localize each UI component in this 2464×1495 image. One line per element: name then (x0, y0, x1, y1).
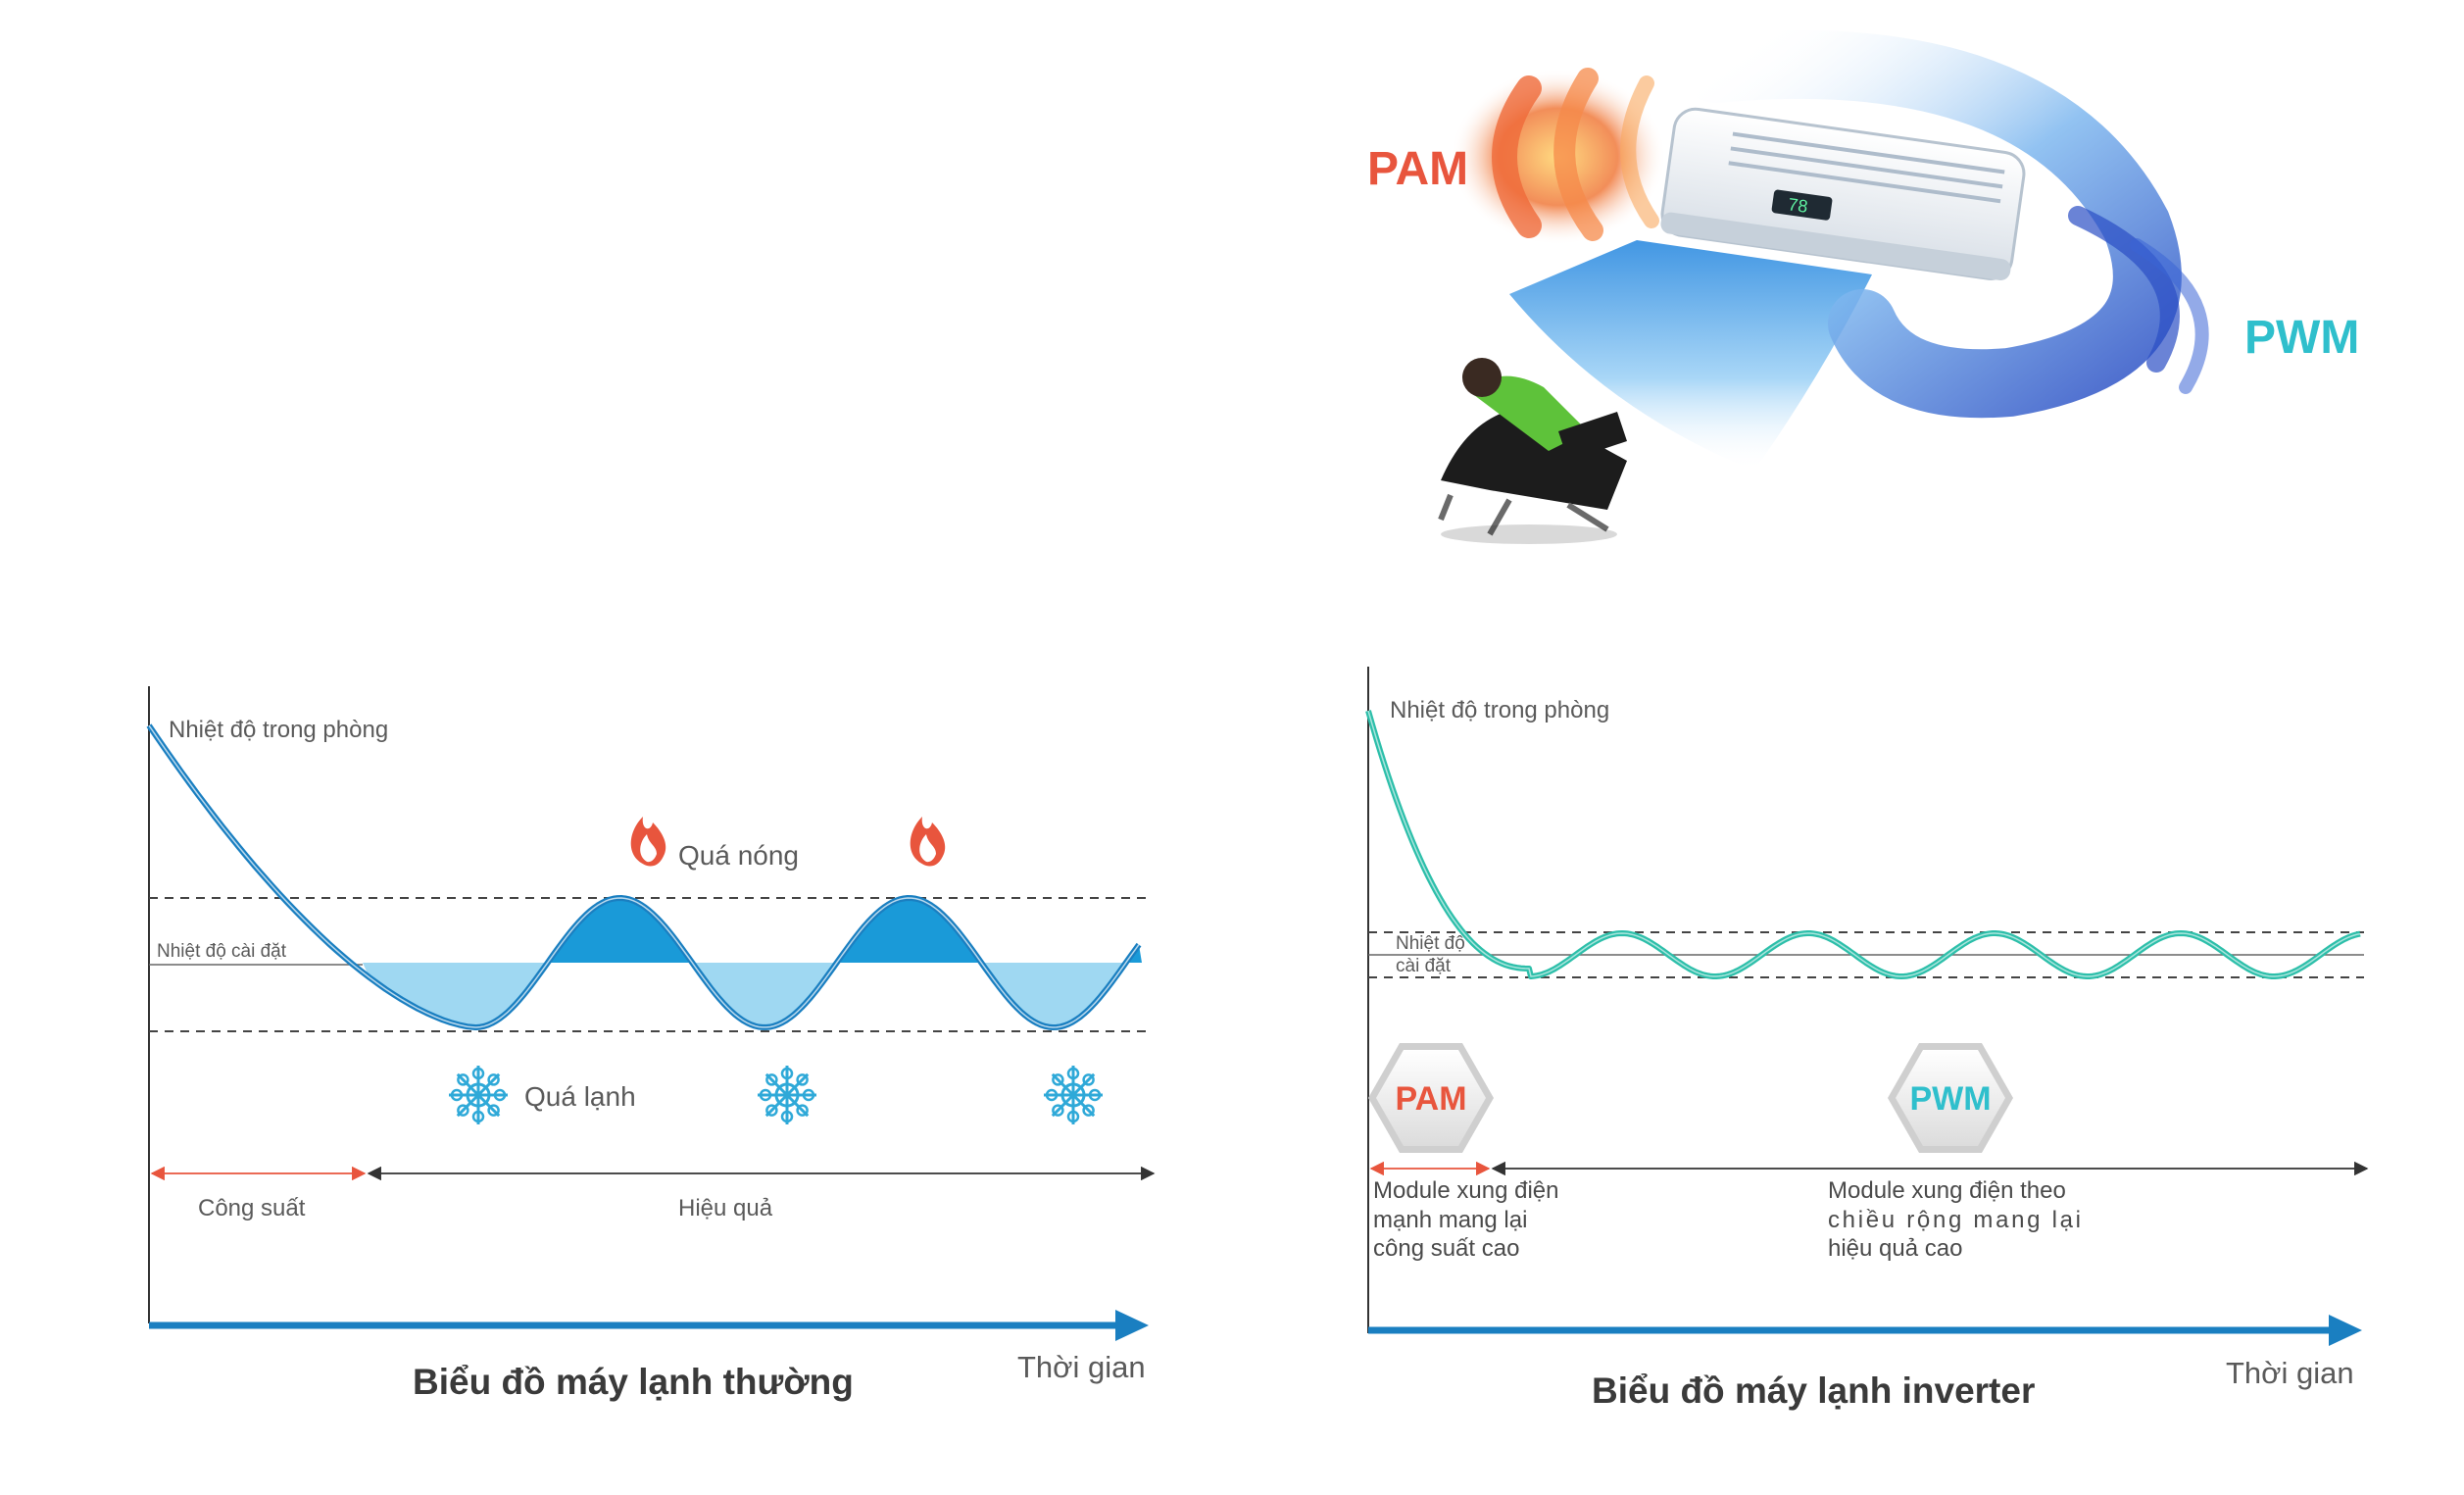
left-y-label: Nhiệt độ trong phòng (169, 717, 388, 743)
right-setpoint-label-line2: cài đặt (1396, 956, 1452, 976)
air-conditioner-unit: 78 (1660, 107, 2026, 280)
person-relaxing-in-chair (1438, 358, 1627, 544)
pwm-heading: PWM (2244, 312, 2359, 364)
hero-illustration: PAM PWM 78 (1367, 29, 2359, 544)
right-x-axis-arrowhead (2329, 1315, 2362, 1346)
pwm-badge: PWM (1888, 1043, 2013, 1153)
snowflake-icon (758, 1066, 816, 1124)
left-x-axis-arrowhead (1115, 1310, 1149, 1341)
left-chart-title: Biểu đồ máy lạnh thường (413, 1362, 854, 1402)
right-temperature-curve-highlight (1367, 710, 2361, 977)
pam-badge: PAM (1368, 1043, 1494, 1153)
pwm-note-line-2: chiều rộng mang lại (1828, 1207, 2081, 1233)
conventional-ac-chart: Nhiệt độ trong phòng Nhiệt độ cài đặt Qu… (146, 686, 1156, 1402)
ac-display: 78 (1787, 194, 1809, 217)
flame-icon (910, 817, 946, 867)
left-setpoint-label: Nhiệt độ cài đặt (157, 941, 287, 962)
left-power-phase-label: Công suất (198, 1195, 306, 1221)
left-overheat-label: Quá nóng (678, 840, 799, 871)
left-overcool-label: Quá lạnh (524, 1081, 636, 1112)
left-x-label: Thời gian (1017, 1350, 1146, 1384)
snowflake-icon (449, 1066, 508, 1124)
cool-air-beam (1509, 240, 1872, 471)
left-overheat-area (476, 898, 1142, 963)
pam-note-line-3: công suất cao (1373, 1235, 1519, 1262)
right-chart-title: Biểu đồ máy lạnh inverter (1592, 1370, 2035, 1411)
pam-heading: PAM (1367, 143, 1468, 195)
pam-badge-label: PAM (1395, 1080, 1466, 1118)
right-temperature-curve (1365, 710, 2361, 979)
left-temperature-curve (146, 723, 1142, 1030)
pwm-note-line-1: Module xung điện theo (1828, 1177, 2066, 1204)
inverter-ac-chart: Nhiệt độ trong phòng Nhiệt độ cài đặt PA… (1365, 667, 2369, 1411)
pam-note-line-1: Module xung điện (1373, 1177, 1558, 1204)
warm-air-waves (1451, 68, 1666, 245)
flame-icon (630, 817, 666, 867)
left-overcool-area (363, 963, 1142, 1027)
left-temperature-curve-highlight (148, 724, 1140, 1028)
left-efficiency-phase-label: Hiệu quả (678, 1195, 773, 1221)
right-y-label: Nhiệt độ trong phòng (1390, 697, 1609, 723)
cool-air-swirl (1681, 29, 2209, 419)
pam-note-line-2: mạnh mang lại (1373, 1207, 1527, 1233)
pwm-note-line-3: hiệu quả cao (1828, 1235, 1962, 1262)
pwm-badge-label: PWM (1909, 1080, 1991, 1118)
right-x-label: Thời gian (2226, 1356, 2354, 1390)
right-setpoint-label-line1: Nhiệt độ (1396, 933, 1465, 954)
snowflake-icon (1044, 1066, 1103, 1124)
